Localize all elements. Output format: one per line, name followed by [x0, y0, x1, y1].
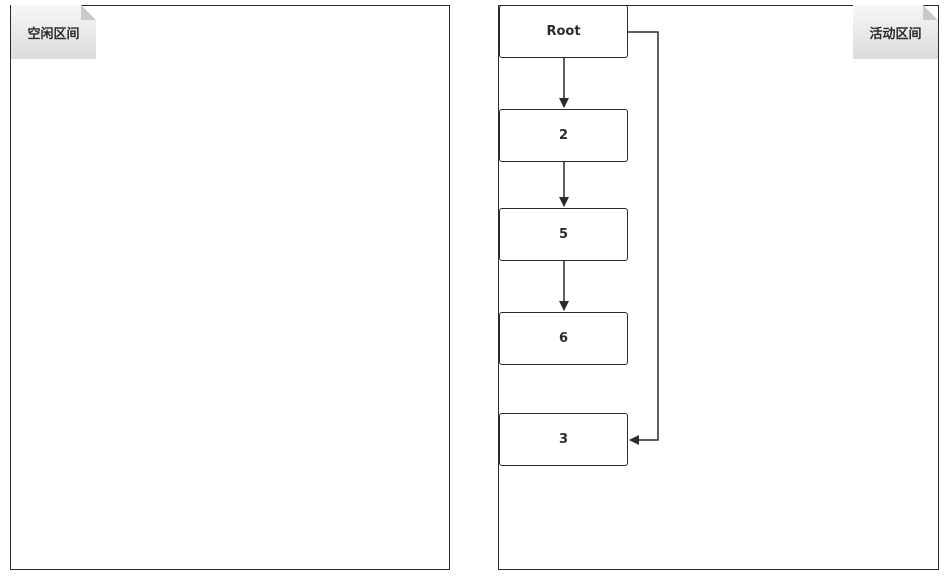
node-3: 3	[499, 413, 628, 466]
active-region-label: 活动区间	[853, 5, 938, 59]
free-region-label-text: 空闲区间	[27, 26, 80, 42]
node-2: 2	[499, 109, 628, 162]
node-5: 5	[499, 208, 628, 261]
free-region-label: 空闲区间	[11, 5, 96, 59]
free-region	[10, 5, 450, 570]
active-region-label-text: 活动区间	[869, 26, 922, 42]
node-6: 6	[499, 312, 628, 365]
node-root: Root	[499, 5, 628, 58]
edge-root-to-3	[628, 31, 659, 445]
active-region	[498, 5, 939, 570]
